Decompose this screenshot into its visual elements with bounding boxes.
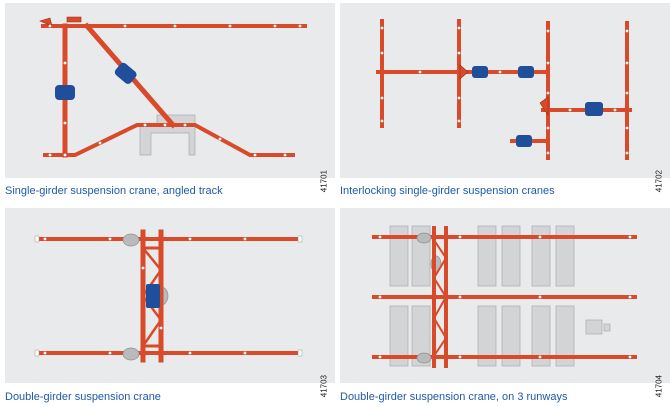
double-girder-crane-illustration	[34, 229, 303, 363]
diagram-panel-angled-track: 41701	[5, 3, 335, 192]
caption-interlocking: Interlocking single-girder suspension cr…	[340, 185, 555, 197]
three-runway-crane-illustration	[372, 225, 637, 368]
interlocking-cranes-illustration	[376, 19, 632, 160]
diagram-panel-interlocking: 41702	[340, 3, 670, 192]
figure-code: 41701	[319, 170, 328, 193]
diagram-panel-three-runways: 41704	[340, 208, 670, 397]
diagram-panel-double-girder: 41703	[5, 208, 335, 397]
figure-code: 41703	[319, 375, 328, 398]
figure-code: 41704	[654, 375, 663, 398]
caption-double-girder: Double-girder suspension crane	[5, 391, 161, 403]
caption-angled-track: Single-girder suspension crane, angled t…	[5, 185, 223, 197]
figure-code: 41702	[654, 170, 663, 193]
angled-track-crane-illustration	[39, 16, 307, 158]
caption-three-runways: Double-girder suspension crane, on 3 run…	[340, 391, 568, 403]
